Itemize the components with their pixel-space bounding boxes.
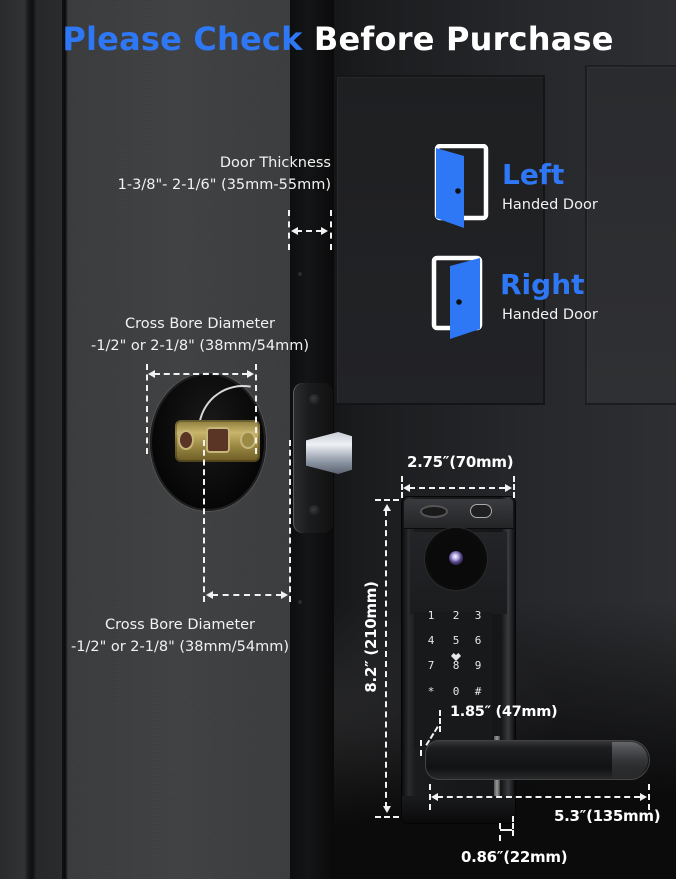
right-door-icon — [431, 255, 483, 339]
dimension-line — [409, 487, 505, 489]
cross-bore-bottom-value: -1/2" or 2-1/8" (38mm/54mm) — [71, 639, 289, 655]
left-handed-subtitle: Handed Door — [502, 197, 598, 213]
door-frame-groove — [62, 0, 68, 879]
dimension-line — [375, 499, 399, 501]
dimension-line — [255, 364, 257, 454]
arrow-left-icon — [431, 793, 438, 801]
left-handed-title: Left — [502, 158, 565, 191]
screw-dot — [298, 272, 302, 276]
dimension-line — [512, 816, 514, 836]
dimension-line — [499, 823, 501, 841]
spindle-hole — [206, 427, 230, 453]
dimension-line — [385, 510, 387, 808]
dimension-line — [288, 210, 290, 250]
keypad-key: 1 — [427, 609, 435, 622]
keypad-key: 5 — [452, 634, 460, 647]
dimension-line — [289, 440, 291, 602]
dimension-line — [439, 710, 441, 732]
arrow-right-icon — [247, 370, 254, 378]
lock-width-label: 2.75″(70mm) — [407, 453, 514, 471]
lock-height-label: 8.2″ (210mm) — [362, 581, 380, 693]
lever-offset-label: 1.85″ (47mm) — [450, 704, 558, 720]
dimension-line — [212, 594, 282, 596]
arrow-left-icon — [148, 370, 155, 378]
arrow-right-icon — [281, 591, 288, 599]
background-door-panel — [335, 75, 545, 405]
screw-icon — [309, 394, 320, 405]
page-title: Please Check Before Purchase — [0, 20, 676, 58]
arrow-down-icon — [383, 806, 391, 813]
door-thickness-value: 1-3/8"- 2-1/6" (35mm-55mm) — [117, 177, 331, 193]
latch-hole — [240, 431, 256, 449]
keypad-key: 0 — [452, 685, 460, 698]
keypad-key: 7 — [427, 659, 435, 672]
dimension-line — [648, 784, 650, 810]
screw-dot — [298, 600, 302, 604]
lever-length-label: 5.3″(135mm) — [554, 807, 661, 825]
door-frame — [0, 0, 70, 879]
arrow-left-icon — [206, 591, 213, 599]
arrow-left-icon — [403, 484, 410, 492]
dimension-line — [330, 210, 332, 250]
keypad-key: 9 — [474, 659, 482, 672]
keypad-key: * — [427, 685, 435, 698]
dimension-line — [437, 796, 640, 798]
dimension-line — [146, 364, 148, 454]
door-thickness-label: Door Thickness — [219, 155, 331, 171]
dimension-line — [375, 816, 399, 818]
dimension-line — [513, 476, 515, 498]
dimension-line — [500, 829, 512, 831]
keypad-key: # — [474, 685, 482, 698]
latch-bolt — [306, 432, 352, 474]
keypad-key: 6 — [474, 634, 482, 647]
cross-bore-bottom-label: Cross Bore Diameter — [104, 617, 256, 633]
smart-lock-base — [402, 796, 515, 823]
right-handed-title: Right — [500, 268, 585, 301]
logo-heart-icon — [451, 653, 461, 661]
dimension-line — [296, 230, 322, 232]
arrow-left-icon — [291, 227, 298, 235]
dimension-line — [203, 440, 205, 602]
dimension-line — [429, 784, 431, 810]
camera-lens — [449, 551, 463, 565]
right-handed-subtitle: Handed Door — [502, 307, 598, 323]
title-rest: Before Purchase — [313, 20, 614, 58]
keypad — [414, 612, 492, 748]
keypad-key: 8 — [452, 659, 460, 672]
lever-tip — [612, 742, 648, 778]
left-door-icon — [434, 144, 489, 228]
arrow-right-icon — [640, 793, 647, 801]
screw-icon — [309, 505, 320, 516]
keypad-key: 3 — [474, 609, 482, 622]
arrow-right-icon — [321, 227, 328, 235]
doorbell-icon — [470, 504, 492, 518]
background-door-panel — [585, 65, 676, 405]
dimension-line — [154, 373, 248, 375]
latch-hole — [178, 430, 194, 450]
depth-label: 0.86″(22mm) — [461, 848, 568, 866]
title-highlight: Please Check — [62, 20, 303, 58]
cross-bore-top-value: -1/2" or 2-1/8" (38mm/54mm) — [91, 338, 309, 354]
keypad-key: 2 — [452, 609, 460, 622]
dimension-line — [420, 740, 422, 756]
cross-bore-top-label: Cross Bore Diameter — [124, 316, 276, 332]
fingerprint-sensor-icon — [420, 505, 448, 518]
arrow-up-icon — [383, 504, 391, 511]
keypad-key: 4 — [427, 634, 435, 647]
arrow-right-icon — [505, 484, 512, 492]
dimension-line — [401, 476, 403, 498]
